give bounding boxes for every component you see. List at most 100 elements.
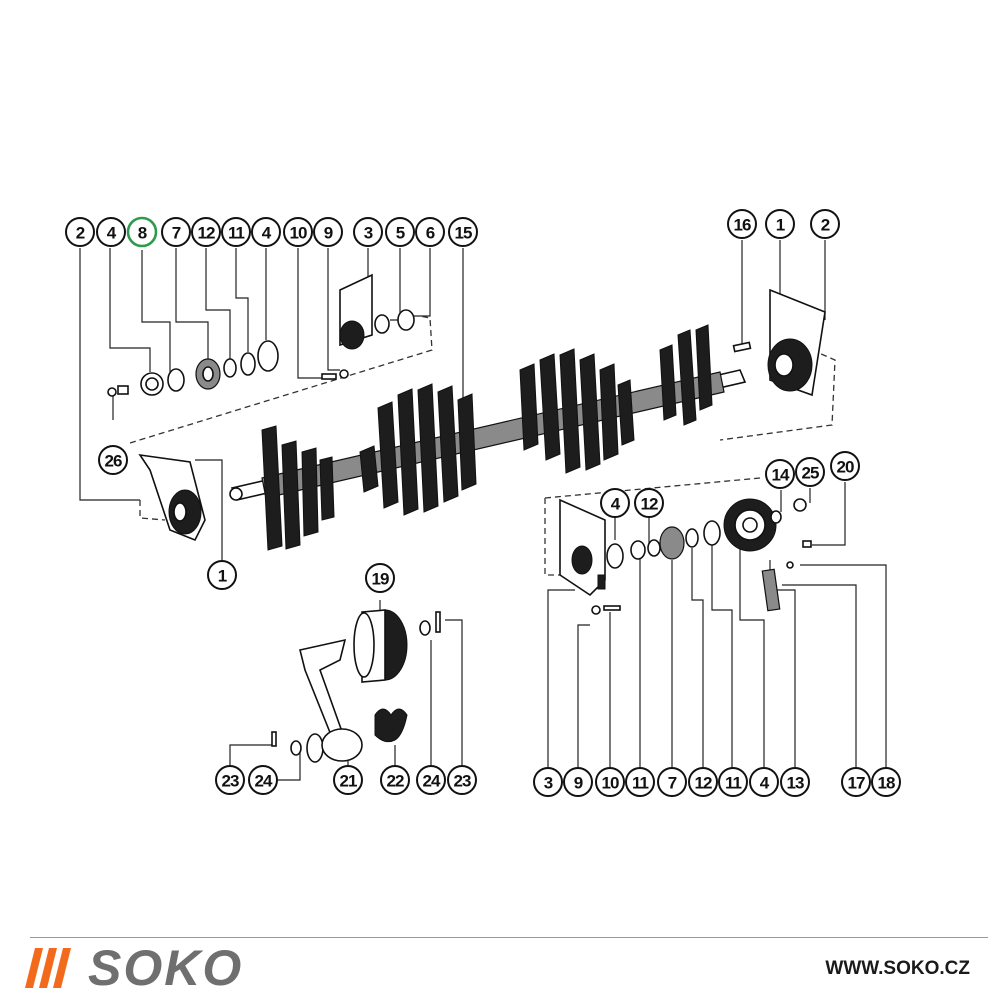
callout-part-18[interactable]: 18 xyxy=(871,767,901,797)
callout-part-2[interactable]: 2 xyxy=(65,217,95,247)
callout-circle xyxy=(595,767,625,797)
callout-part-17[interactable]: 17 xyxy=(841,767,871,797)
callout-part-7[interactable]: 7 xyxy=(161,217,191,247)
upper-left-parts xyxy=(107,273,415,397)
callout-label: 9 xyxy=(324,224,333,243)
callout-circle xyxy=(841,767,871,797)
callout-label: 7 xyxy=(668,774,677,793)
callout-label: 14 xyxy=(772,466,790,485)
callout-label: 2 xyxy=(821,216,830,235)
callout-circle xyxy=(380,765,410,795)
callout-circle xyxy=(448,217,478,247)
callout-part-4[interactable]: 4 xyxy=(749,767,779,797)
callout-circle xyxy=(313,217,343,247)
callout-circle xyxy=(251,217,281,247)
callout-part-13[interactable]: 13 xyxy=(780,767,810,797)
callout-label: 9 xyxy=(574,774,583,793)
auger-shaft-assembly xyxy=(229,324,752,551)
callout-part-25[interactable]: 25 xyxy=(795,457,825,487)
callout-label: 11 xyxy=(228,224,245,243)
callout-part-10[interactable]: 10 xyxy=(595,767,625,797)
callout-circle xyxy=(780,767,810,797)
callout-circle xyxy=(221,217,251,247)
callout-circle xyxy=(749,767,779,797)
callout-label: 25 xyxy=(802,464,819,483)
bearing-bracket-left xyxy=(138,453,206,542)
callout-label: 23 xyxy=(454,772,471,791)
callout-label: 20 xyxy=(837,458,854,477)
callout-part-4[interactable]: 4 xyxy=(96,217,126,247)
callout-part-11[interactable]: 11 xyxy=(221,217,251,247)
callout-part-10[interactable]: 10 xyxy=(283,217,313,247)
callout-circle xyxy=(215,765,245,795)
callout-circle xyxy=(353,217,383,247)
callout-circle xyxy=(416,765,446,795)
callout-part-12[interactable]: 12 xyxy=(191,217,221,247)
callout-part-4[interactable]: 4 xyxy=(251,217,281,247)
callout-circle xyxy=(718,767,748,797)
callout-label: 11 xyxy=(725,774,742,793)
callout-label: 10 xyxy=(290,224,307,243)
callout-part-4[interactable]: 4 xyxy=(600,488,630,518)
callout-part-19[interactable]: 19 xyxy=(365,563,395,593)
callout-part-24[interactable]: 24 xyxy=(416,765,446,795)
callout-part-9[interactable]: 9 xyxy=(313,217,343,247)
callout-part-7[interactable]: 7 xyxy=(657,767,687,797)
callout-part-11[interactable]: 11 xyxy=(718,767,748,797)
callout-circle xyxy=(385,217,415,247)
callout-part-11[interactable]: 11 xyxy=(625,767,655,797)
callout-label: 6 xyxy=(426,224,435,243)
callout-label: 11 xyxy=(632,774,649,793)
brand-logo: SOKO xyxy=(25,940,244,996)
callout-circle xyxy=(871,767,901,797)
callout-part-14[interactable]: 14 xyxy=(765,459,795,489)
callout-circle xyxy=(126,216,158,248)
callout-part-3[interactable]: 3 xyxy=(353,217,383,247)
brand-name: SOKO xyxy=(88,940,244,996)
website-link[interactable]: WWW.SOKO.CZ xyxy=(825,958,970,979)
callout-part-21[interactable]: 21 xyxy=(333,765,363,795)
callout-part-26[interactable]: 26 xyxy=(98,445,128,475)
callout-part-20[interactable]: 20 xyxy=(830,451,860,481)
callout-circle xyxy=(65,217,95,247)
callout-circle xyxy=(365,563,395,593)
brand-bars-icon xyxy=(25,948,71,988)
callout-part-12[interactable]: 12 xyxy=(634,488,664,518)
callout-circle xyxy=(283,217,313,247)
callout-part-23[interactable]: 23 xyxy=(215,765,245,795)
callout-circle xyxy=(96,217,126,247)
callout-label: 23 xyxy=(222,772,239,791)
callout-label: 1 xyxy=(218,567,227,586)
callout-label: 22 xyxy=(387,772,404,791)
callout-part-1[interactable]: 1 xyxy=(765,209,795,239)
callout-part-8[interactable]: 8 xyxy=(126,216,158,248)
callout-circle xyxy=(600,488,630,518)
callout-circle xyxy=(563,767,593,797)
callout-part-2[interactable]: 2 xyxy=(810,209,840,239)
callout-part-1[interactable]: 1 xyxy=(207,560,237,590)
callout-circle xyxy=(207,560,237,590)
callout-label: 21 xyxy=(340,772,357,791)
callout-part-9[interactable]: 9 xyxy=(563,767,593,797)
callout-label: 12 xyxy=(695,774,712,793)
callout-label: 3 xyxy=(364,224,373,243)
callout-part-23[interactable]: 23 xyxy=(447,765,477,795)
footer-divider xyxy=(30,937,988,938)
callout-circle xyxy=(765,209,795,239)
callout-part-6[interactable]: 6 xyxy=(415,217,445,247)
callout-part-24[interactable]: 24 xyxy=(248,765,278,795)
callout-part-12[interactable]: 12 xyxy=(688,767,718,797)
callout-part-3[interactable]: 3 xyxy=(533,767,563,797)
callout-label: 3 xyxy=(544,774,553,793)
callout-part-16[interactable]: 16 xyxy=(727,209,757,239)
callout-part-22[interactable]: 22 xyxy=(380,765,410,795)
callout-label: 24 xyxy=(423,772,441,791)
callout-part-15[interactable]: 15 xyxy=(448,217,478,247)
callout-label: 4 xyxy=(611,495,621,514)
callout-circle xyxy=(248,765,278,795)
callout-label: 12 xyxy=(641,495,658,514)
callout-label: 10 xyxy=(602,774,619,793)
callout-circle xyxy=(191,217,221,247)
callout-label: 2 xyxy=(76,224,85,243)
callout-part-5[interactable]: 5 xyxy=(385,217,415,247)
